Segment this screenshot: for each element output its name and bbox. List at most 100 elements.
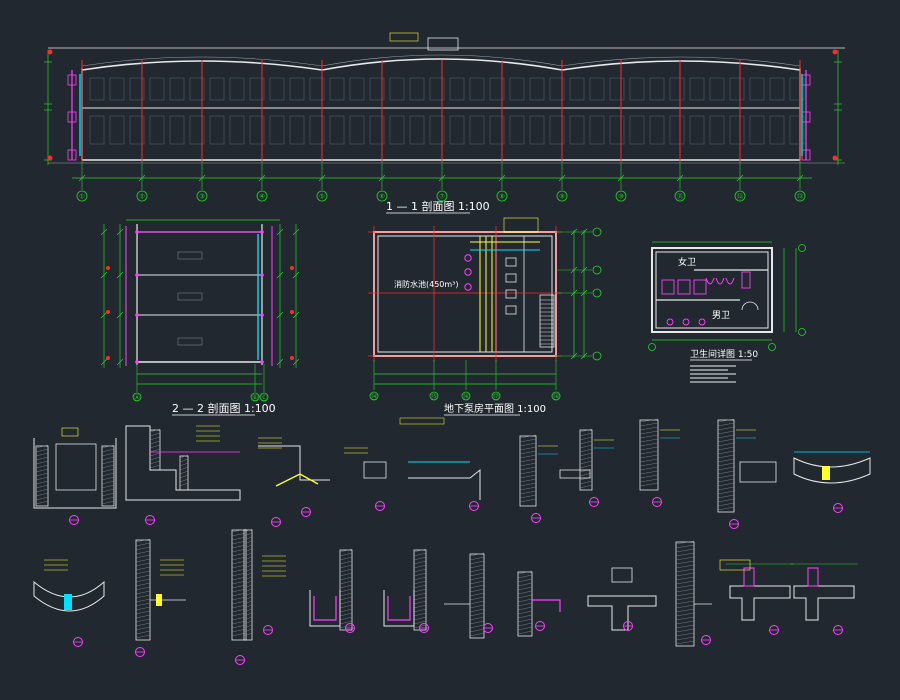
axis-bubble-label: ⑰ xyxy=(493,393,500,401)
curved-gutter xyxy=(33,580,105,612)
hatch-line xyxy=(675,580,695,585)
lower-window xyxy=(389,115,405,145)
level-marker-box xyxy=(67,111,77,123)
axis-bubble-1-1 xyxy=(794,190,806,202)
gutter-lining xyxy=(313,596,337,621)
hatch-line xyxy=(35,460,49,465)
hatch-line xyxy=(675,584,695,589)
hatch-line xyxy=(717,470,735,475)
hatch-line xyxy=(519,466,537,471)
detail-index-bubble xyxy=(135,647,145,657)
hatch-line xyxy=(101,460,115,465)
hatch-line xyxy=(101,456,115,461)
wall-outline xyxy=(179,455,189,491)
hatch-line xyxy=(717,486,735,491)
upper-window xyxy=(489,77,505,101)
axis-bubble-label: ④ xyxy=(259,193,265,201)
axis-bubble-label: ⑪ xyxy=(677,193,684,201)
level-symbol xyxy=(106,356,110,360)
dimension-tick xyxy=(100,311,108,319)
hatch-line xyxy=(135,606,151,611)
beam-slab-section xyxy=(793,585,855,621)
upper-window xyxy=(269,77,285,101)
hatch-line xyxy=(413,548,427,553)
lower-window xyxy=(729,115,745,145)
axis-bubble-toilet xyxy=(798,244,806,252)
dimension-tick xyxy=(318,174,326,182)
hatch-line xyxy=(579,448,593,453)
hatch-line xyxy=(519,490,537,495)
hatch-line xyxy=(135,594,151,599)
inner-wall xyxy=(377,235,553,353)
pit-outline xyxy=(33,438,117,509)
axis-bubble-1-1 xyxy=(316,190,328,202)
roof-monitor xyxy=(427,37,459,51)
hatch-line xyxy=(469,616,485,621)
lower-window xyxy=(309,115,325,145)
hatch-line xyxy=(101,496,115,501)
dimension-tick xyxy=(276,358,284,366)
detail-index-bubble xyxy=(531,513,541,523)
lower-window xyxy=(689,115,705,145)
hatch-line xyxy=(639,474,659,479)
detail-index-bubble xyxy=(589,497,599,507)
hatch-line xyxy=(149,452,161,457)
hatch-line xyxy=(243,600,253,605)
hatch-line xyxy=(469,568,485,573)
upper-window xyxy=(709,77,725,101)
hatched-wall xyxy=(519,434,537,507)
upper-window xyxy=(169,77,185,101)
dimension-tick xyxy=(558,174,566,182)
hatch-line xyxy=(517,618,533,623)
level-symbol xyxy=(832,155,838,161)
axis-bubble-label: ① xyxy=(79,193,85,201)
lower-window xyxy=(249,115,265,145)
hatch-line xyxy=(339,616,353,621)
hatch-line xyxy=(517,586,533,591)
hatch-line xyxy=(339,608,353,613)
hatch-line xyxy=(101,472,115,477)
upper-window xyxy=(549,77,565,101)
hatch-line xyxy=(639,462,659,467)
room-tag xyxy=(177,337,203,346)
urinal xyxy=(725,277,735,285)
axis-bubble-toilet xyxy=(768,343,776,351)
axis-bubble-label: Ⓒ xyxy=(261,394,268,402)
hatch-line xyxy=(243,608,253,613)
stair xyxy=(539,294,555,348)
hatch-line xyxy=(675,636,695,641)
upper-window xyxy=(649,77,665,101)
hatch-line xyxy=(243,548,253,553)
hatch-line xyxy=(717,498,735,503)
hatch-line xyxy=(717,442,735,447)
hatch-line xyxy=(243,540,253,545)
axis-bubble-label: ⑭ xyxy=(371,393,378,401)
hatch-line xyxy=(579,440,593,445)
annotation-balloon xyxy=(464,254,472,262)
hatch-line xyxy=(413,612,427,617)
axis-bubble-right xyxy=(592,265,602,275)
hatch-line xyxy=(135,634,151,639)
hatch-line xyxy=(413,604,427,609)
hatch-line xyxy=(579,484,593,489)
axis-bubble-1-1 xyxy=(674,190,686,202)
axis-bubble-basement xyxy=(429,391,439,401)
hatch-line xyxy=(35,500,49,505)
detail-index-bubble xyxy=(729,519,739,529)
lower-window xyxy=(789,115,805,145)
hatch-line xyxy=(675,616,695,621)
dimension-tick xyxy=(292,271,300,279)
pump-unit xyxy=(505,257,517,267)
detail-index-bubble xyxy=(652,497,662,507)
waterproof-layer xyxy=(275,473,319,487)
dimension-tick xyxy=(276,228,284,236)
axis-bubble-label: ③ xyxy=(199,193,205,201)
slab-edge xyxy=(408,468,481,500)
hatch-line xyxy=(579,436,593,441)
axis-bubble-2-2 xyxy=(250,392,260,402)
axis-bubble-label: ⑨ xyxy=(559,193,565,201)
hatch-line xyxy=(339,556,353,561)
